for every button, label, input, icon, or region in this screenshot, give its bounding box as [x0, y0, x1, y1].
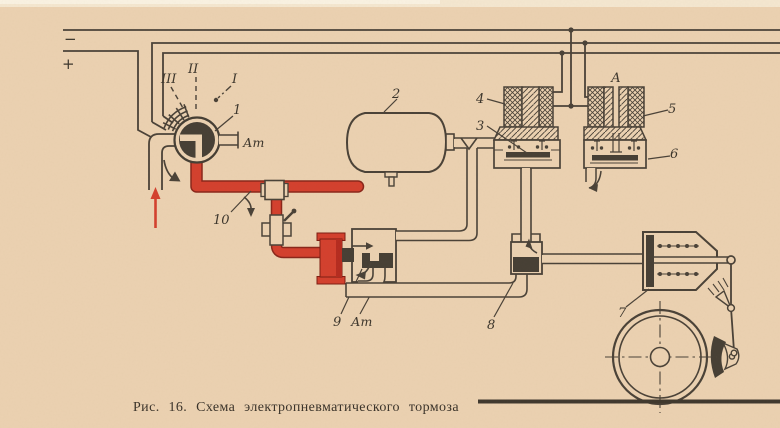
scanned-page: − + III II I 1 Ат 2 4 3 А 5 6 10 9 Ат 8 … — [0, 0, 780, 428]
paper-grain — [0, 0, 780, 428]
brake-schematic-figure: − + III II I 1 Ат 2 4 3 А 5 6 10 9 Ат 8 … — [0, 0, 780, 428]
